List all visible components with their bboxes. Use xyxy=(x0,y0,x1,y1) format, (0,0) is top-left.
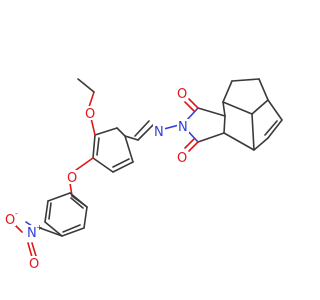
bond-carbonyl-bottom xyxy=(188,141,199,152)
bond-ring-f xyxy=(124,135,134,163)
atom-imine-n: N xyxy=(154,125,164,140)
bond-bridgehead-right-to-alkene xyxy=(267,99,283,121)
bond-ring-to-nitro xyxy=(39,227,63,237)
imine-linker-bonds xyxy=(134,120,180,141)
bond-bridge-top xyxy=(231,78,260,82)
bond-imine-double xyxy=(134,120,150,137)
atom-nitro-o-minus: O xyxy=(5,213,15,228)
bond-imine-to-ring xyxy=(124,135,139,141)
bond-ethoxy-o-ch2 xyxy=(88,91,95,108)
bond-ring-c-double xyxy=(96,137,100,156)
imide-ring-bonds xyxy=(184,98,226,152)
bond-ring-b xyxy=(94,127,118,136)
nitro-o-negative-charge: - xyxy=(15,209,18,218)
bond-ethoxy-ch2-ch3 xyxy=(77,78,95,93)
atom-carbonyl-o-top: O xyxy=(177,87,187,102)
bond-ring-to-ether-o xyxy=(75,157,94,171)
nitro-n-positive-charge: + xyxy=(36,223,43,232)
bond-c7a-c3 xyxy=(197,132,225,143)
atom-imide-n: N xyxy=(178,120,188,135)
bond-ring-to-ethoxy-o xyxy=(90,117,96,136)
nitrophenyl-ring-bonds xyxy=(44,192,88,237)
bond-imine-c-n xyxy=(137,124,154,141)
bond-c1-imide-n xyxy=(185,107,199,122)
atom-nitro-n: N xyxy=(27,226,37,241)
bond-alkene-to-bridgehead-lower xyxy=(253,137,269,151)
bond-bridge-right xyxy=(258,78,269,101)
central-benzene-bonds xyxy=(92,127,139,173)
bond-bridgehead-left-to-c3a xyxy=(222,101,226,117)
bond-bridge-left xyxy=(222,80,233,103)
bond-lower-bridgehead-to-c7a xyxy=(223,132,255,151)
bond-c3a-c1 xyxy=(197,107,226,117)
bicyclic-cage-bonds xyxy=(222,78,283,151)
ethoxy-group-bonds xyxy=(77,78,96,136)
bond-bridgehead-right-cross xyxy=(251,99,269,115)
atom-labels: O N O N O O N + O - O xyxy=(4,86,189,272)
bond-ring-e xyxy=(112,161,134,173)
bond-np-c xyxy=(44,221,63,237)
molecule-structure-diagram: O N O N O O N + O - O xyxy=(4,78,283,272)
molecule-canvas: O N O N O O N + O - O xyxy=(4,78,283,272)
bond-n-n xyxy=(163,124,180,130)
bond-alkene xyxy=(267,119,283,139)
bond-np-d-double xyxy=(48,202,52,220)
atom-carbonyl-o-bottom: O xyxy=(177,151,187,166)
bond-alkene-double xyxy=(264,120,278,136)
atom-ethoxy-o: O xyxy=(85,107,95,122)
bond-np-b xyxy=(61,227,85,237)
bond-carbonyl-top-double xyxy=(184,101,195,112)
bond-ring-a xyxy=(116,127,126,137)
bond-bridgehead-to-cross xyxy=(222,101,253,115)
nitro-group-bonds xyxy=(13,221,63,258)
bond-np-e xyxy=(47,192,71,202)
bond-np-a xyxy=(83,206,88,229)
bond-cross-vertical xyxy=(251,113,255,151)
bond-ring-e-double xyxy=(112,158,130,168)
bond-np-f xyxy=(69,192,88,208)
bond-ring-fusion xyxy=(223,115,226,134)
bond-np-b-double xyxy=(62,224,81,233)
bond-nitro-n-o-double-2 xyxy=(31,242,37,257)
bond-ring-c xyxy=(92,134,96,159)
bond-carbonyl-top xyxy=(188,98,199,109)
bond-np-f-double xyxy=(70,197,84,209)
bond-np-d xyxy=(44,200,49,223)
bond-ring-d xyxy=(92,157,114,173)
atom-benzyl-ether-o: O xyxy=(67,171,77,186)
bond-carbonyl-bottom-double xyxy=(184,138,195,149)
bond-nitro-n-o-double xyxy=(27,242,33,258)
atom-nitro-o-double: O xyxy=(29,257,39,272)
